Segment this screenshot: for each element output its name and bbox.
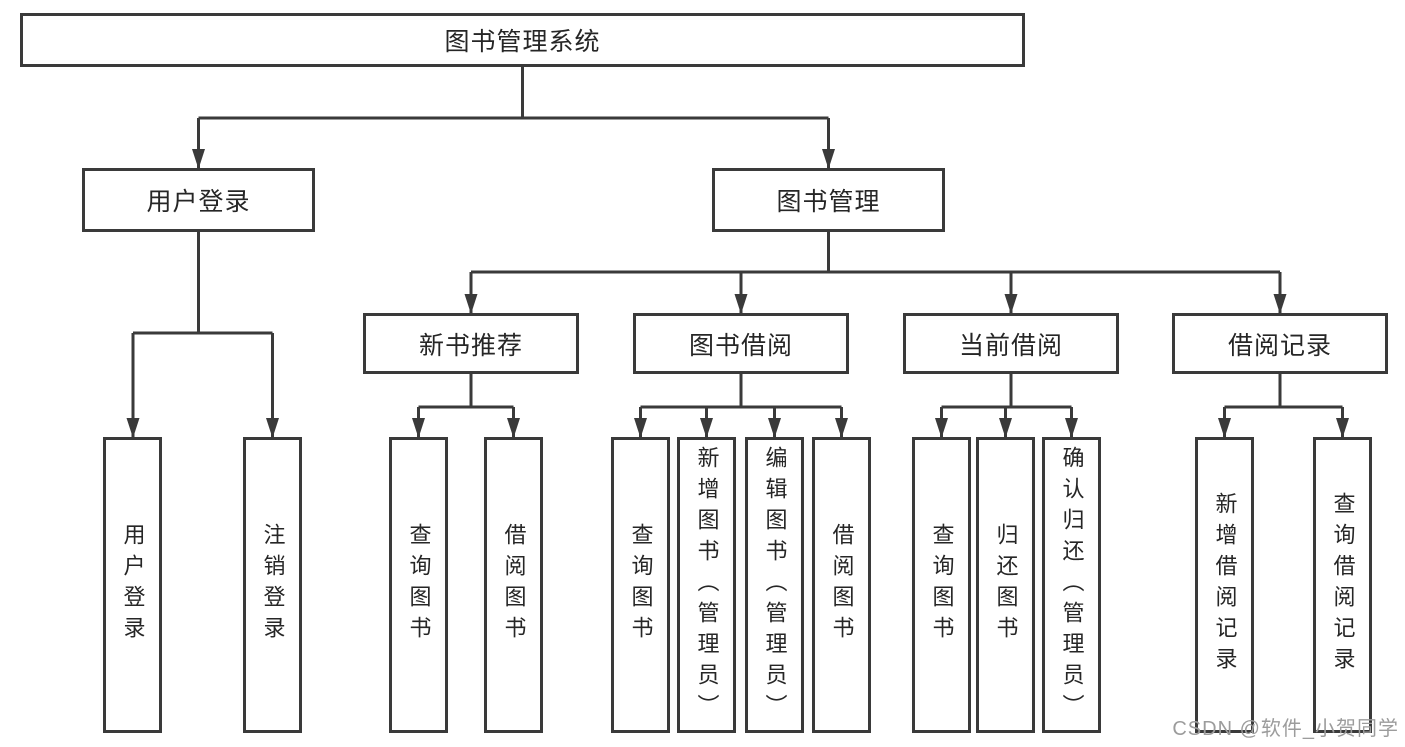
connector-book-borrowing-spine: [640, 374, 842, 409]
node-current-borrowing: 当前借阅: [903, 313, 1119, 374]
node-system-root: 图书管理系统: [20, 13, 1025, 67]
connector-borrowing-records-spine: [1224, 374, 1343, 409]
node-book-management: 图书管理: [712, 168, 945, 232]
leaf-records-add-record: 新增借阅记录: [1195, 437, 1254, 733]
watermark-text: CSDN @软件_小贺同学: [1172, 718, 1399, 740]
connector-user-login-spine: [133, 232, 273, 335]
connector-new-book-spine: [418, 374, 514, 409]
leaf-recommend-borrow-books: 借阅图书: [484, 437, 543, 733]
leaf-borrowing-query-books: 查询图书: [611, 437, 670, 733]
node-borrowing-records: 借阅记录: [1172, 313, 1388, 374]
leaf-borrowing-borrow-books: 借阅图书: [812, 437, 871, 733]
node-new-book-recommend: 新书推荐: [363, 313, 579, 374]
node-book-borrowing: 图书借阅: [633, 313, 849, 374]
connector-root-spine: [198, 66, 829, 120]
leaf-current-return-books: 归还图书: [976, 437, 1035, 733]
leaf-borrowing-add-books: 新增图书（管理员）: [677, 437, 736, 733]
connector-current-borrowing-spine: [941, 374, 1072, 409]
leaf-records-query-record: 查询借阅记录: [1313, 437, 1372, 733]
node-user-login: 用户登录: [82, 168, 315, 232]
leaf-recommend-query-books: 查询图书: [389, 437, 448, 733]
leaf-logout: 注销登录: [243, 437, 302, 733]
leaf-current-query-books: 查询图书: [912, 437, 971, 733]
leaf-borrowing-edit-books: 编辑图书（管理员）: [745, 437, 804, 733]
leaf-user-login: 用户登录: [103, 437, 162, 733]
connector-book-management-spine: [471, 232, 1280, 274]
leaf-current-confirm-return: 确认归还（管理员）: [1042, 437, 1101, 733]
